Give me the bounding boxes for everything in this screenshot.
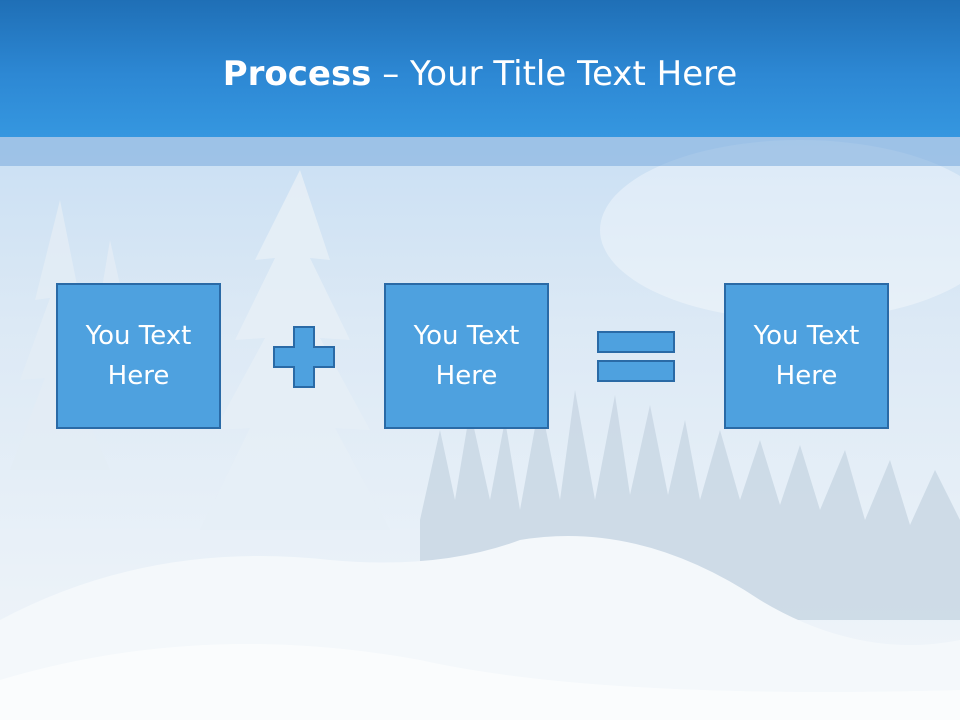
process-box-1[interactable]: You Text Here xyxy=(56,283,221,429)
process-box-2[interactable]: You Text Here xyxy=(384,283,549,429)
process-box-1-label: You Text Here xyxy=(85,321,192,391)
plus-icon xyxy=(273,326,335,388)
title-header-band xyxy=(0,0,960,137)
title-bold-word: Process xyxy=(222,54,372,94)
title-rest: – Your Title Text Here xyxy=(371,54,738,94)
process-box-3[interactable]: You Text Here xyxy=(724,283,889,429)
header-sub-band xyxy=(0,137,960,166)
process-box-3-label: You Text Here xyxy=(753,321,860,391)
slide-title: Process – Your Title Text Here xyxy=(0,52,960,96)
process-box-2-label: You Text Here xyxy=(413,321,520,391)
equals-icon xyxy=(597,331,675,382)
